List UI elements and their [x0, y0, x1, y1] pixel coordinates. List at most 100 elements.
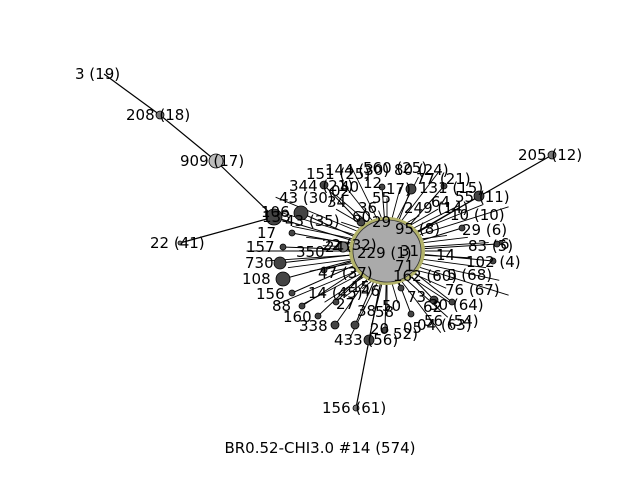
cluster-label-0: 43 (30)	[279, 189, 334, 207]
cluster-label-25: 22 (32)	[322, 236, 377, 254]
cluster-label-49: 02	[331, 182, 350, 200]
outlier-node-o4	[547, 150, 557, 160]
outlier-label-o1: 3 (19)	[75, 65, 120, 83]
cluster-node-6	[288, 289, 296, 297]
cluster-node-4	[273, 256, 287, 270]
cluster-label-45: 36	[358, 199, 377, 217]
cluster-label-9: 10 (10)	[450, 206, 505, 224]
spoke-42	[410, 204, 460, 230]
cluster-label-20: 95 (8)	[395, 220, 440, 238]
cluster-node-21	[350, 320, 360, 330]
cluster-node-19	[429, 295, 439, 305]
cluster-label-2: 151 (25)	[306, 165, 370, 183]
spoke-21	[309, 262, 356, 272]
cluster-label-8: 55 (11)	[455, 188, 510, 206]
cluster-node-12	[319, 180, 329, 190]
outlier-label-o4: 205 (12)	[518, 146, 582, 164]
cluster-label-left-5: 108	[242, 270, 271, 288]
spoke-16	[344, 277, 371, 297]
spoke-33	[340, 180, 375, 224]
cluster-label-37: 20	[370, 320, 389, 338]
cluster-label-left-7: 88	[272, 297, 291, 315]
cluster-node-11	[356, 217, 366, 227]
spoke-17	[324, 274, 367, 303]
cluster-node-3	[279, 243, 287, 251]
cluster-node-9	[330, 320, 340, 330]
cluster-label-15: 30 (64)	[429, 296, 484, 314]
cluster-label-18: 52)	[393, 325, 418, 343]
edge-3	[179, 216, 275, 244]
cluster-label-left-2: 17	[257, 224, 276, 242]
cluster-node-8	[314, 312, 322, 320]
outlier-node-o7	[352, 404, 360, 412]
cluster-label-left-0: 133	[262, 208, 291, 226]
cluster-label-41: 73	[407, 288, 426, 306]
cluster-label-14: 76 (67)	[445, 281, 500, 299]
edge-0	[103, 73, 161, 116]
edge-1	[159, 114, 217, 162]
cluster-node-15	[440, 182, 448, 190]
spoke-6	[410, 272, 447, 289]
outlier-node-o2	[155, 110, 165, 120]
cluster-label-34: 50	[382, 297, 401, 315]
cluster-label-44: 29	[372, 213, 391, 231]
outlier-label-o3: 909 (17)	[180, 152, 244, 170]
hub-label: 229 (1)	[357, 244, 412, 262]
cluster-node-25	[458, 224, 466, 232]
cluster-node-13	[378, 183, 386, 191]
cluster-label-6: 77 (21)	[416, 170, 471, 188]
cluster-label-23: 43 (35)	[285, 212, 340, 230]
cluster-label-16: 04 (63)	[417, 316, 472, 334]
spoke-39	[399, 169, 442, 224]
spoke-28	[281, 212, 358, 237]
cluster-label-12: 102 (4)	[466, 253, 521, 271]
cluster-label-46: 40	[340, 178, 359, 196]
cluster-label-7: 131 (15)	[419, 179, 483, 197]
cluster-label-38: 31	[400, 242, 419, 260]
spoke-43	[413, 204, 484, 233]
cluster-node-1	[293, 205, 309, 221]
spoke-38	[395, 176, 419, 222]
label-layer: 229 (1)3 (19)208 (18)909 (17)205 (12)22 …	[75, 65, 582, 417]
cluster-node-22	[381, 326, 389, 334]
cluster-label-35: 62	[423, 298, 442, 316]
cluster-node-7	[298, 302, 306, 310]
cluster-node-18	[489, 257, 497, 265]
cluster-node-20	[397, 284, 405, 292]
cluster-label-31: 46	[361, 282, 380, 300]
spoke-37	[391, 186, 401, 221]
spoke-2	[419, 258, 487, 269]
cluster-label-11: 83 (5)	[468, 237, 513, 255]
cluster-label-24: 24	[325, 238, 344, 256]
hub-node	[352, 219, 422, 283]
outlier-label-o5: 22 (41)	[150, 234, 205, 252]
spoke-13	[370, 281, 383, 327]
spoke-9	[399, 278, 442, 333]
cluster-node-24	[448, 298, 456, 306]
spoke-22	[287, 258, 355, 269]
cluster-label-28: 14 (45)	[308, 284, 363, 302]
spoke-26	[306, 236, 355, 244]
spoke-47	[420, 242, 489, 248]
cluster-label-42: 60	[352, 208, 371, 226]
cluster-label-33: 58	[375, 303, 394, 321]
spoke-27	[292, 225, 356, 240]
cluster-label-48: 55	[372, 189, 391, 207]
cluster-node-27	[320, 266, 328, 274]
cluster-node-17	[493, 240, 501, 248]
spoke-44	[416, 206, 509, 237]
cluster-label-47: 17)	[386, 180, 411, 198]
spoke-4	[416, 265, 509, 296]
cluster-label-10: 29 (6)	[462, 221, 507, 239]
cluster-node-0	[265, 208, 283, 226]
cluster-label-43: 34	[327, 193, 346, 211]
cluster-node-26	[332, 298, 340, 306]
cluster-label-32: 38	[357, 302, 376, 320]
cluster-label-21: 249 (14)	[404, 199, 468, 217]
cluster-label-left-1: 106	[261, 203, 290, 221]
cluster-node-23	[407, 310, 415, 318]
outlier-label-o7: 156 (61)	[322, 399, 386, 417]
edge-5	[355, 339, 370, 409]
spoke-34	[350, 165, 379, 222]
